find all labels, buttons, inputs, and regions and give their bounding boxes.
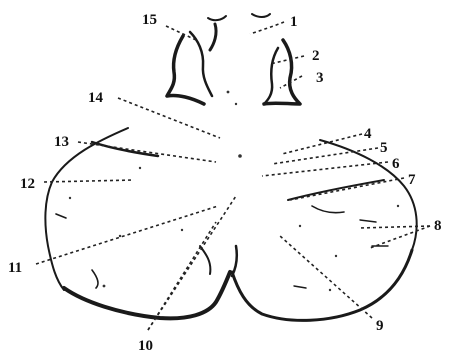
- label-12: 12: [20, 176, 35, 192]
- label-4: 4: [364, 126, 372, 142]
- label-10: 10: [138, 338, 153, 354]
- cerebellum-outline: [45, 128, 416, 320]
- label-3: 3: [316, 70, 324, 86]
- label-8: 8: [434, 218, 442, 234]
- label-5: 5: [380, 140, 388, 156]
- label-1: 1: [290, 14, 298, 30]
- peduncle-left: [167, 16, 226, 104]
- label-2: 2: [312, 48, 320, 64]
- stipple-marks: [69, 91, 399, 292]
- leader-lines: [36, 22, 430, 330]
- label-6: 6: [392, 156, 400, 172]
- label-13: 13: [54, 134, 69, 150]
- label-11: 11: [8, 260, 22, 276]
- label-15: 15: [142, 12, 157, 28]
- label-14: 14: [88, 90, 104, 106]
- folia-lines: [56, 142, 388, 288]
- label-9: 9: [376, 318, 384, 334]
- label-7: 7: [408, 172, 416, 188]
